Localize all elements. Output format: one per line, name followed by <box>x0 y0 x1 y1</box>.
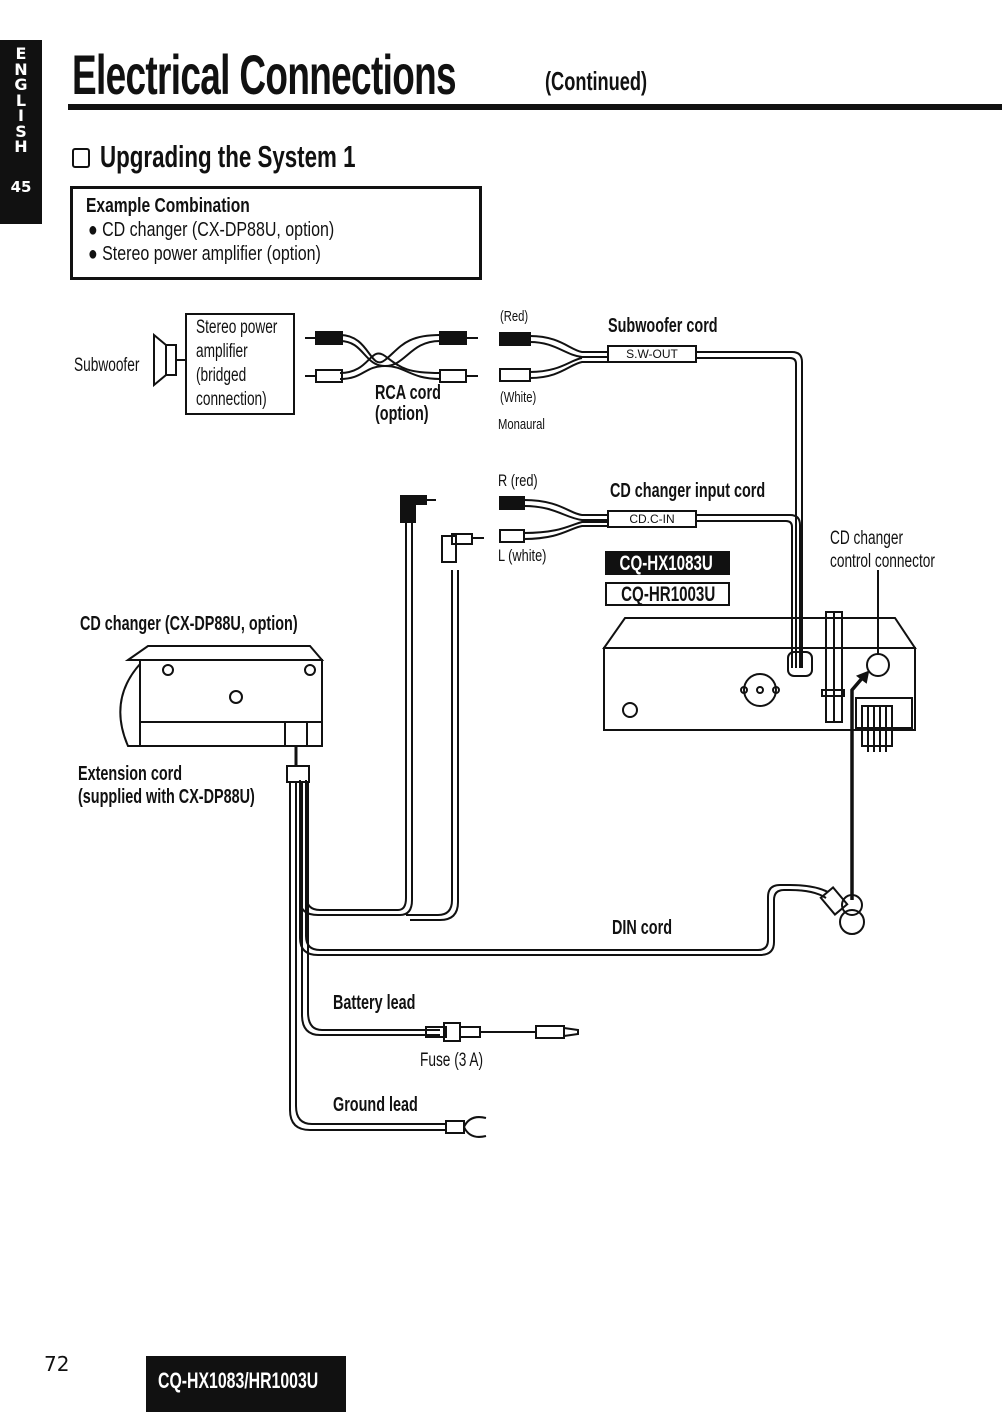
din-cord-label: DIN cord <box>612 917 673 939</box>
language-letter: N <box>14 59 28 79</box>
language-letter: G <box>14 75 28 94</box>
cd-changer-label: CD changer (CX-DP88U, option) <box>80 613 298 635</box>
page-number: 72 <box>44 1352 70 1376</box>
rca-cord-option-label: (option) <box>375 403 429 425</box>
page-title: Electrical Connections <box>72 43 457 106</box>
ground-terminal-icon <box>445 1116 487 1138</box>
combination-item-text: CD changer (CX-DP88U, option) <box>102 219 335 241</box>
page-title-suffix: (Continued) <box>545 66 648 96</box>
rca-cord-label: RCA cord <box>375 382 441 404</box>
model-name: CQ-HX1083U <box>619 552 713 575</box>
white-label: (White) <box>500 389 537 406</box>
ground-lead-label: Ground lead <box>333 1094 418 1116</box>
monaural-label: Monaural <box>498 416 545 433</box>
amplifier-label-line: (bridged <box>196 365 247 386</box>
cd-changer-icon <box>119 645 325 783</box>
extension-cord-icon <box>289 495 484 1131</box>
language-letter: S <box>15 121 27 141</box>
fuse-label: Fuse (3 A) <box>420 1050 484 1071</box>
extension-cord-note: (supplied with CX-DP88U) <box>78 786 255 808</box>
language-letter: L <box>15 90 27 110</box>
head-unit-icon <box>602 570 917 752</box>
amplifier-label-line: amplifier <box>196 341 248 362</box>
cd-changer-input-cord-icon <box>499 496 801 668</box>
subwoofer-icon <box>153 332 186 388</box>
battery-lead-label: Battery lead <box>333 992 416 1014</box>
footer-model-label: CQ-HX1083/HR1003U <box>158 1368 319 1393</box>
cd-c-in-connector-label: CD.C-IN <box>629 512 675 526</box>
red-label: (Red) <box>500 308 529 325</box>
subwoofer-cord-icon <box>499 332 803 668</box>
section-title: Upgrading the System 1 <box>100 139 356 174</box>
model-badge-hx1083u: CQ-HX1083U <box>605 551 730 575</box>
cd-changer-input-cord-label: CD changer input cord <box>610 480 766 502</box>
footer-model-badge <box>146 1356 346 1412</box>
din-cord-icon <box>299 670 870 956</box>
sw-out-connector-label: S.W-OUT <box>626 347 678 361</box>
l-white-label: L (white) <box>498 546 547 565</box>
example-combination-heading: Example Combination <box>86 195 250 217</box>
section-number: 45 <box>10 178 32 196</box>
language-side-tab <box>0 40 42 224</box>
language-letter: I <box>18 106 24 125</box>
model-name: CQ-HR1003U <box>621 583 716 606</box>
combination-item: ● CD changer (CX-DP88U, option) <box>88 219 335 241</box>
section-checkbox-icon <box>72 148 90 168</box>
title-rule <box>68 104 1002 110</box>
amplifier-box <box>185 313 295 415</box>
language-letter: H <box>14 137 28 156</box>
subwoofer-label: Subwoofer <box>74 355 140 376</box>
fuse-icon <box>425 1022 579 1042</box>
r-red-label: R (red) <box>498 471 538 490</box>
cd-changer-control-connector-label: CD changer <box>830 528 904 549</box>
amplifier-label-line: connection) <box>196 389 267 410</box>
combination-item: ● Stereo power amplifier (option) <box>88 243 321 265</box>
rca-cord-icon <box>305 331 478 383</box>
language-letter: E <box>15 44 27 63</box>
cd-changer-control-connector-label: control connector <box>830 551 935 572</box>
example-combination-box <box>70 186 482 280</box>
model-badge-hr1003u: CQ-HR1003U <box>605 582 730 606</box>
amplifier-label-line: Stereo power <box>196 317 278 338</box>
combination-item-text: Stereo power amplifier (option) <box>102 243 321 265</box>
extension-cord-label: Extension cord <box>78 763 183 785</box>
subwoofer-cord-label: Subwoofer cord <box>608 315 718 337</box>
